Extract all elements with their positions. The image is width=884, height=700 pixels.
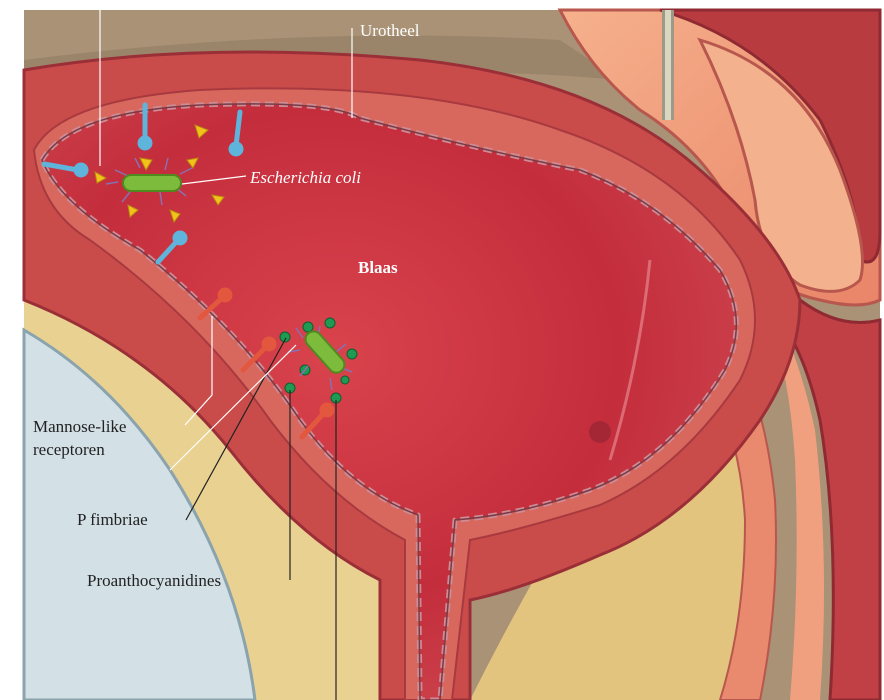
- label-escherichia-coli: Escherichia coli: [249, 168, 361, 187]
- label-blaas: Blaas: [358, 258, 398, 277]
- label-p-fimbriae: P fimbriae: [77, 510, 148, 529]
- label-mannose-line2: receptoren: [33, 440, 105, 459]
- label-urotheel: Urotheel: [360, 21, 420, 40]
- lumen-dot: [589, 421, 611, 443]
- label-mannose-line1: Mannose-like: [33, 417, 126, 436]
- label-proanthocyanidines: Proanthocyanidines: [87, 571, 221, 590]
